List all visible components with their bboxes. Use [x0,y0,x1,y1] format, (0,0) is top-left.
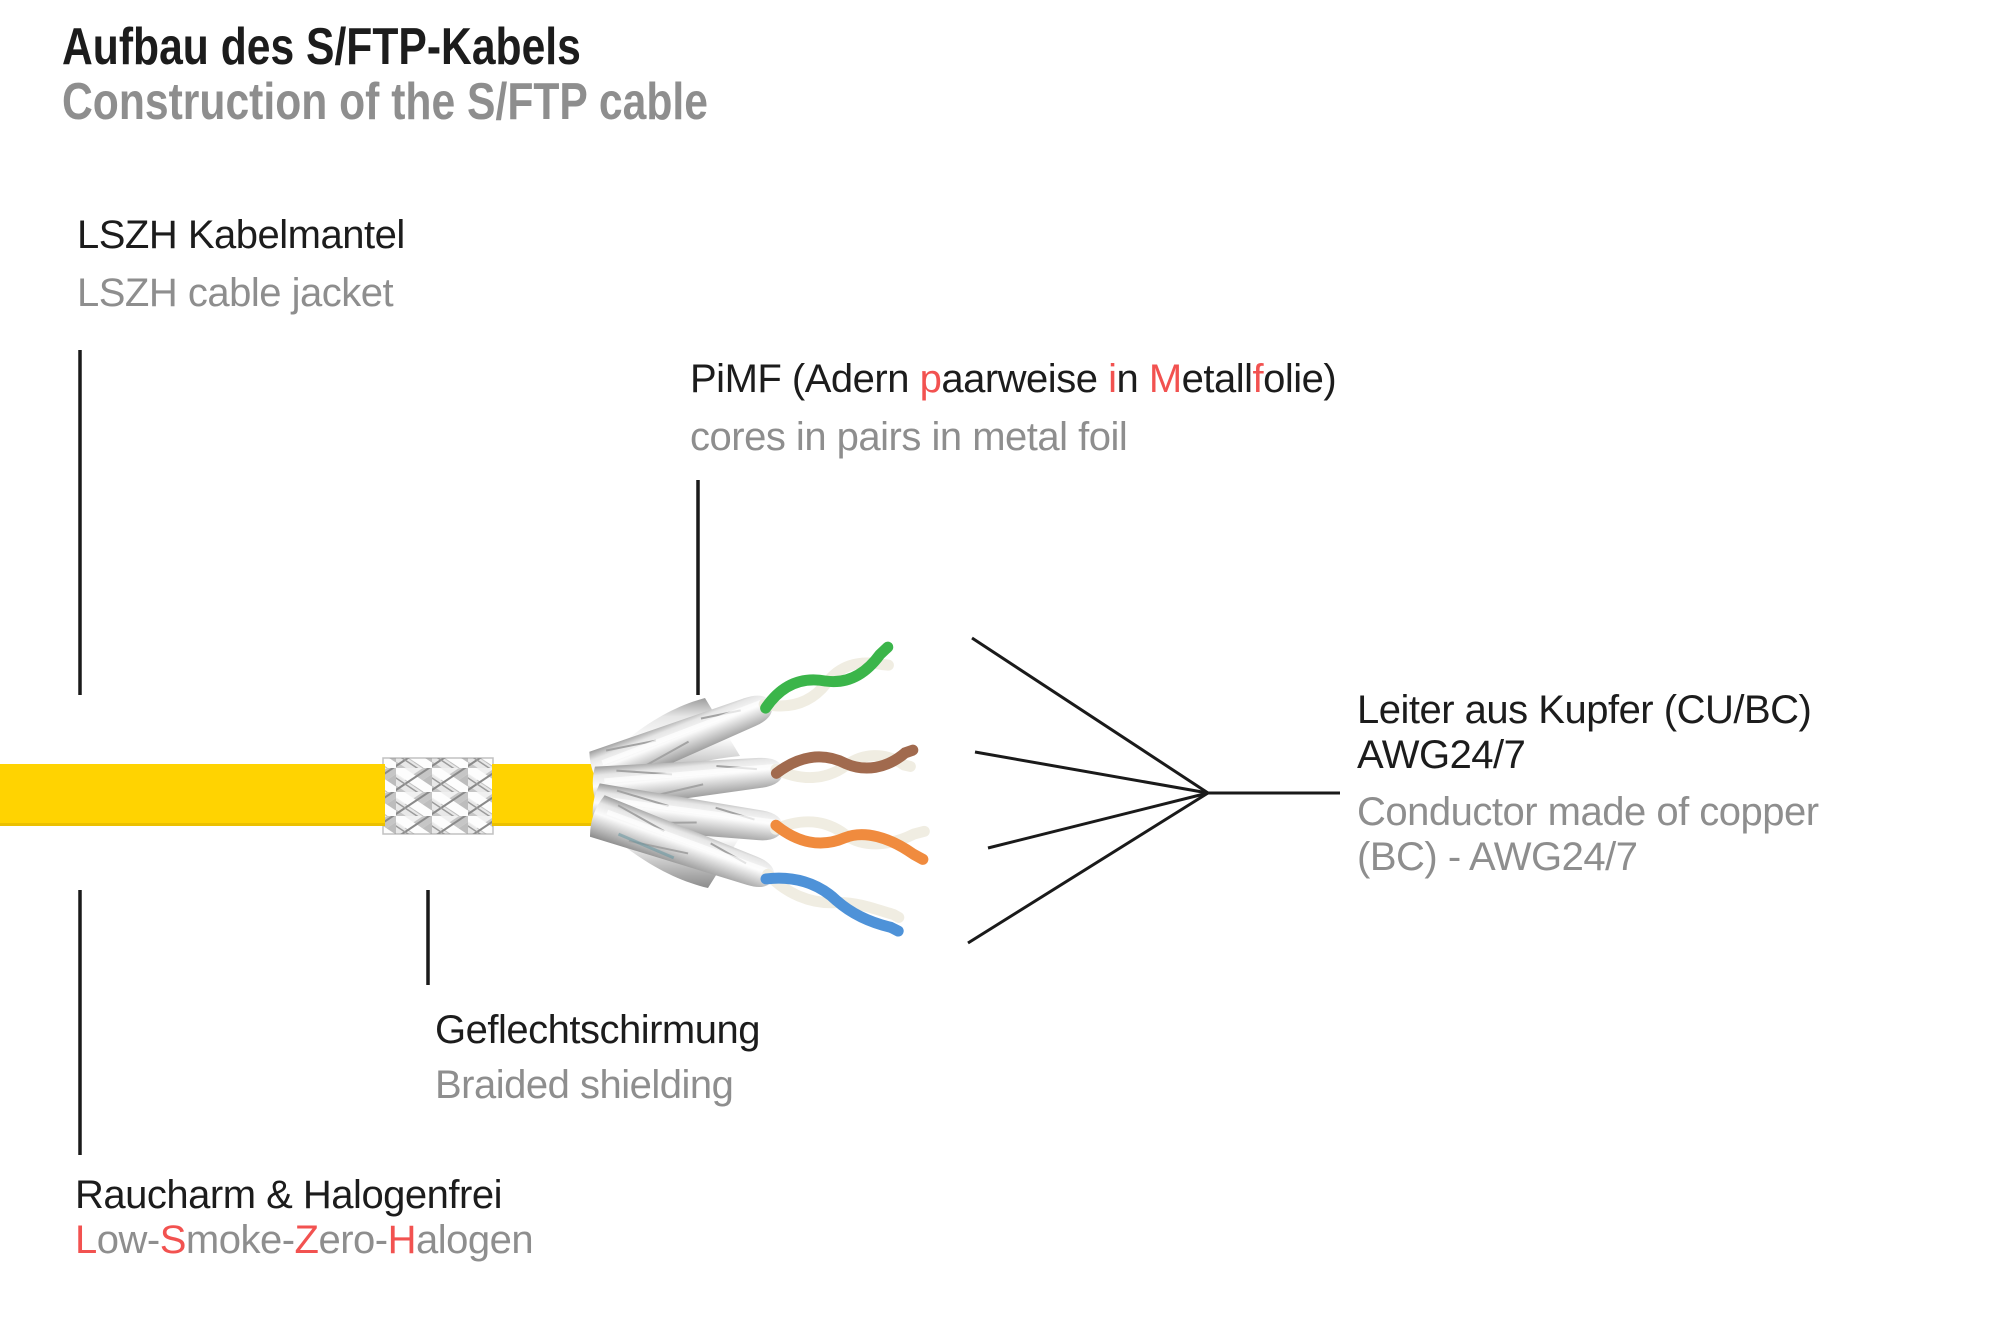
label-conductor-de-line2: AWG24/7 [1357,733,1526,777]
braid-shield-window [382,757,494,835]
page-title: Aufbau des S/FTP-Kabels [62,18,581,76]
cable-jacket [0,764,604,826]
label-lszh-de: Raucharm & Halogenfrei [75,1173,503,1217]
label-conductor-en: Conductor made of copper (BC) - AWG24/7 [1357,790,1819,880]
pimf-de-part-red: M [1148,357,1182,401]
label-conductor: Leiter aus Kupfer (CU/BC) AWG24/7 Conduc… [1357,688,1819,880]
pimf-de-part-red: f [1252,357,1264,401]
pimf-de-part: aarweise [941,357,1109,401]
pimf-de-part: olie) [1263,357,1337,401]
page-header: Aufbau des S/FTP-Kabels Construction of … [62,20,708,130]
lszh-en-part: ow- [96,1218,160,1262]
lszh-en-part-red: H [387,1218,417,1262]
label-conductor-en-line2: (BC) - AWG24/7 [1357,835,1638,879]
lszh-en-part: alogen [416,1218,534,1262]
label-braid-de: Geflechtschirmung [435,1008,760,1052]
lszh-en-part: moke- [185,1218,295,1262]
leader-fan-conductor [967,636,1340,945]
page-subtitle: Construction of the S/FTP cable [62,73,708,131]
label-jacket: LSZH Kabelmantel LSZH cable jacket [77,206,405,322]
pimf-de-part-red: i [1108,357,1117,401]
label-braid-en: Braided shielding [435,1063,734,1107]
leader-lines [78,350,1340,1155]
pimf-de-part: PiMF (Adern [690,357,920,401]
wire-green [760,641,894,714]
label-lszh-en: Low-Smoke-Zero-Halogen [75,1218,534,1263]
foil-pair-blue [590,795,905,937]
label-lszh: Raucharm & Halogenfrei Low-Smoke-Zero-Ha… [75,1173,534,1263]
wire-orange [770,819,929,865]
label-pimf: PiMF (Adern paarweise in Metallfolie) co… [690,350,1337,466]
label-braid: Geflechtschirmung Braided shielding [435,1003,760,1113]
lszh-en-part-red: L [75,1218,97,1262]
label-conductor-de-line1: Leiter aus Kupfer (CU/BC) [1357,688,1812,732]
pimf-de-part: etall [1181,357,1253,401]
wire-brown [770,744,919,779]
lszh-en-part-red: Z [294,1218,319,1262]
pimf-de-part: n [1116,357,1149,401]
label-jacket-en: LSZH cable jacket [77,271,394,315]
wire-blue [760,872,904,937]
label-pimf-en: cores in pairs in metal foil [690,415,1128,459]
pimf-de-part-red: p [919,357,942,401]
label-jacket-de: LSZH Kabelmantel [77,213,405,257]
lszh-en-part: ero- [318,1218,388,1262]
label-conductor-en-line1: Conductor made of copper [1357,790,1819,834]
lszh-en-part-red: S [159,1218,187,1262]
label-pimf-de: PiMF (Adern paarweise in Metallfolie) [690,350,1337,408]
